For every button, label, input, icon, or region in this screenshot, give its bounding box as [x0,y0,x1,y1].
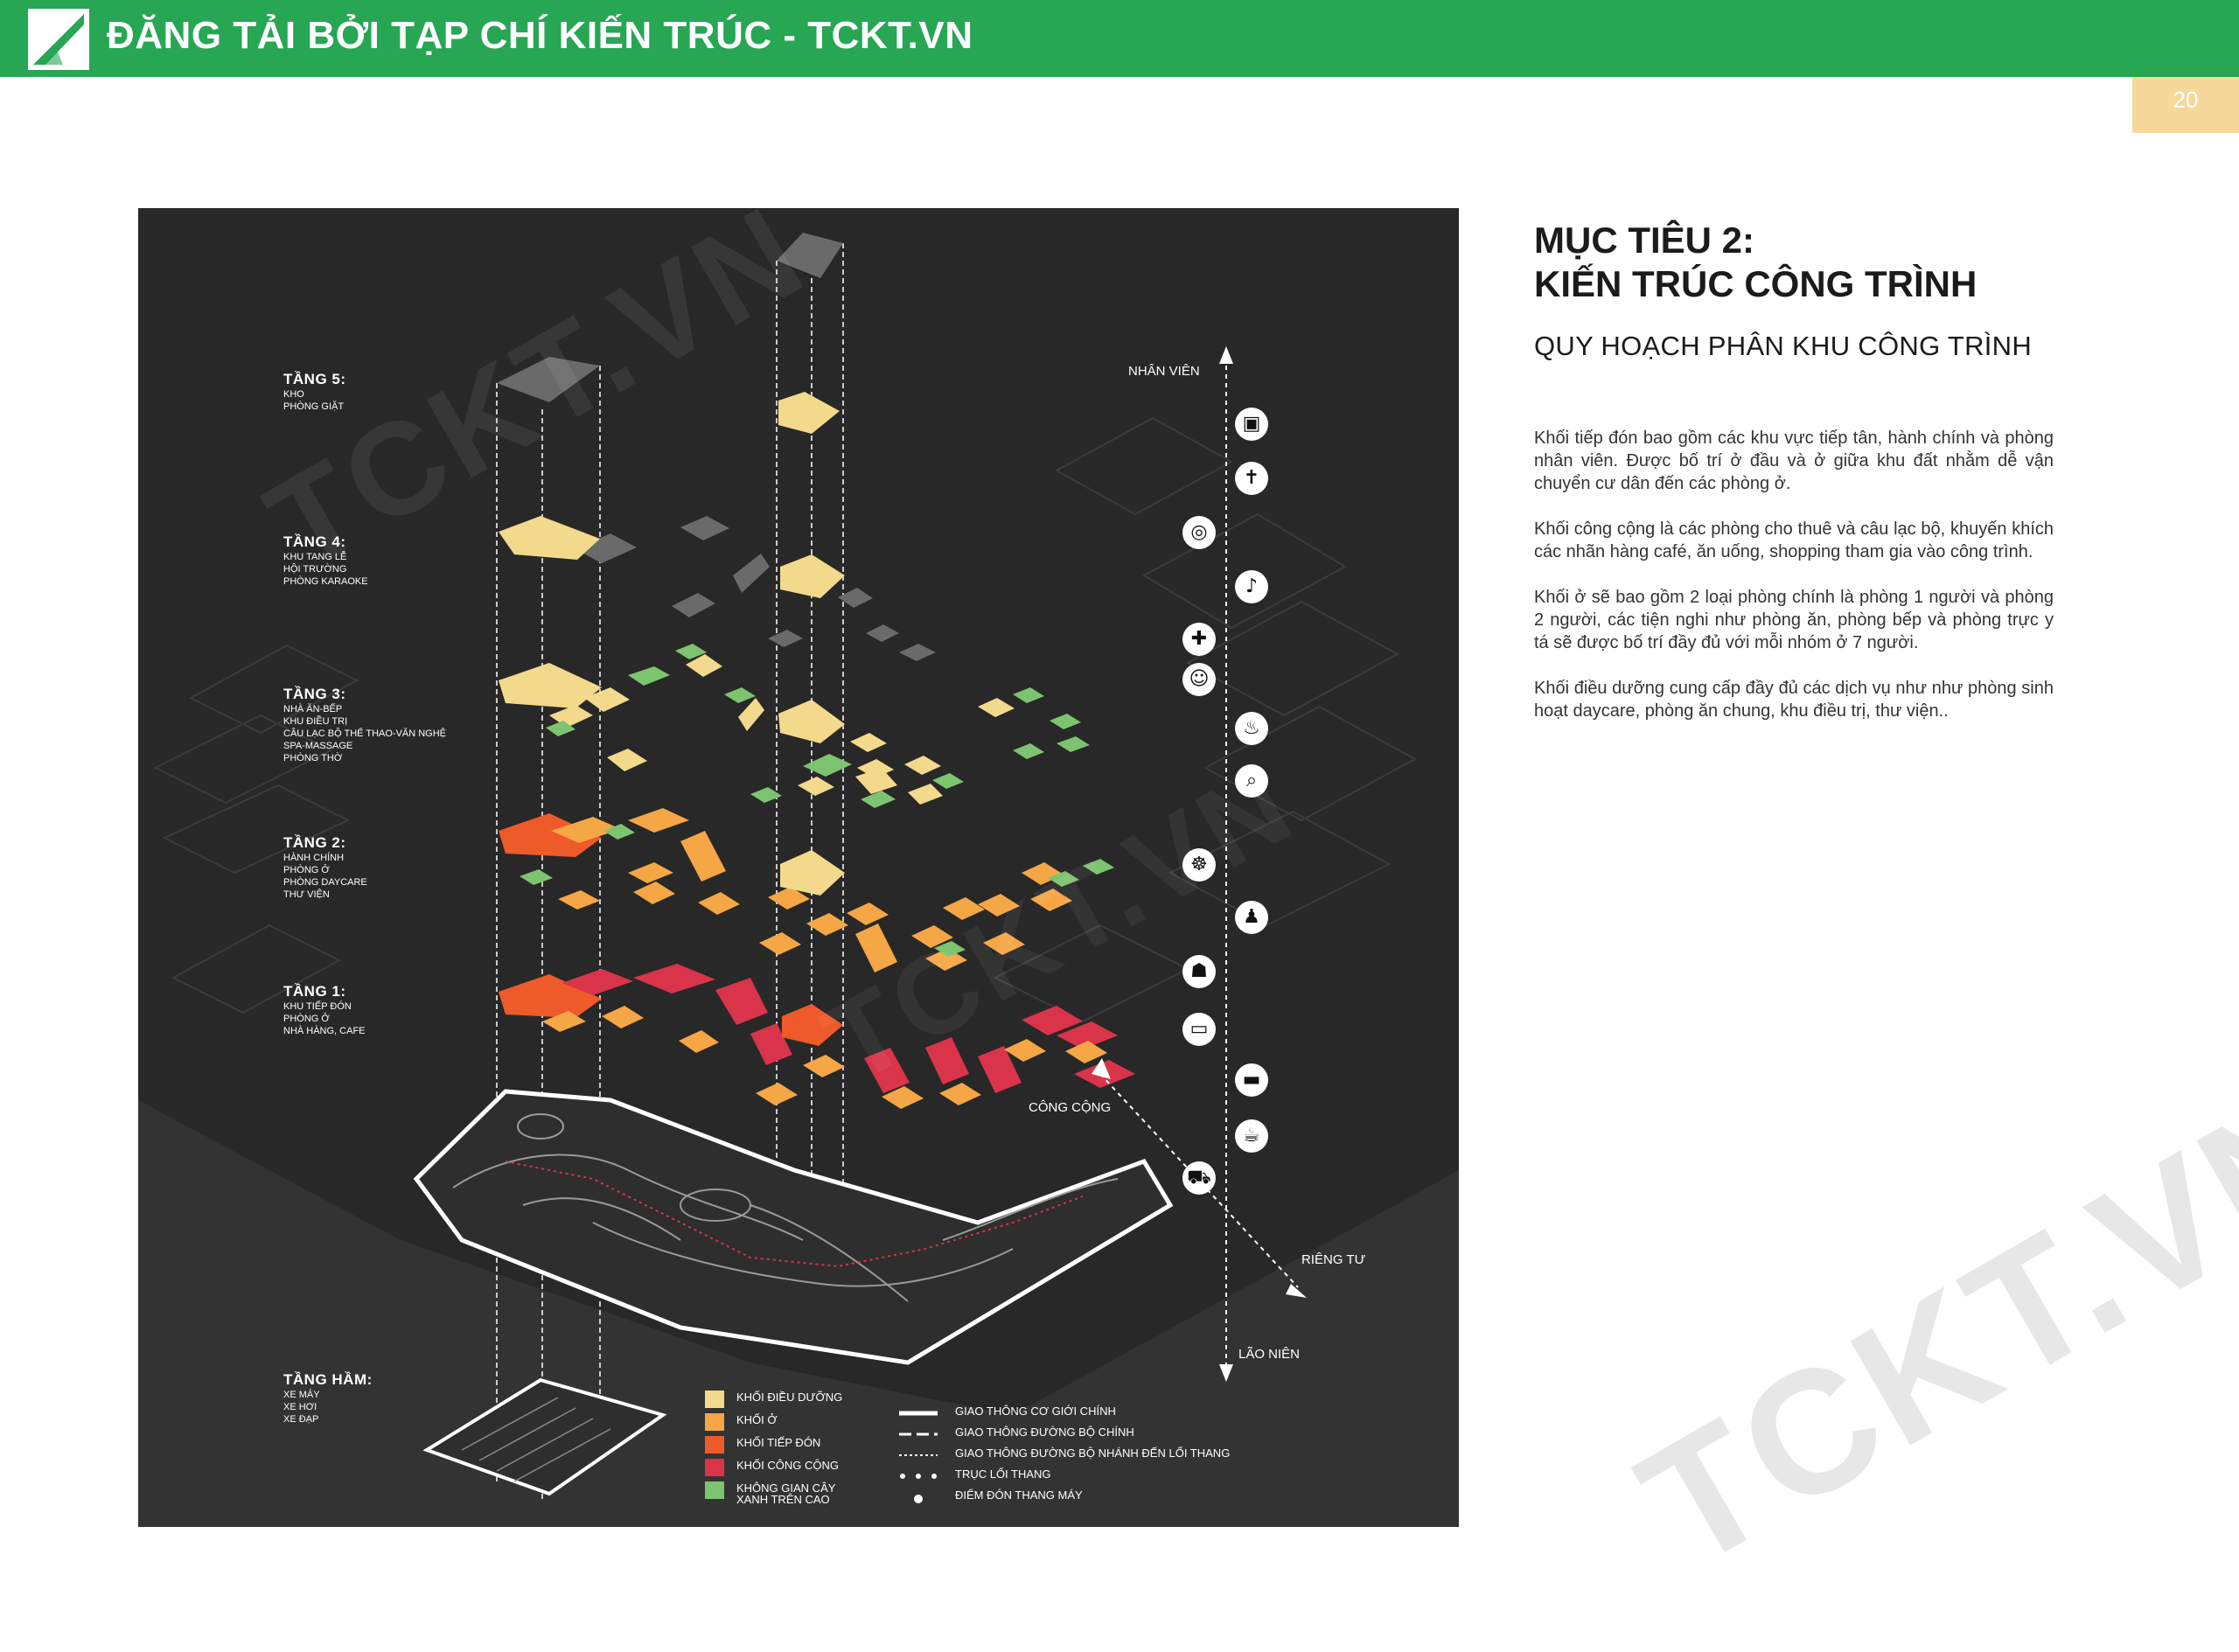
legend-swatch [705,1481,724,1499]
floor-2-label: TẦNG 2: HÀNH CHÍNH PHÒNG Ở PHÒNG DAYCARE… [283,834,367,900]
diagram-graphics [138,233,1459,1527]
axonometric-diagram: TẦNG 5: KHO PHÒNG GIẶT TẦNG 4: KHU TANG … [138,208,1459,1527]
floor-1-label: TẦNG 1: KHU TIẾP ĐÓN PHÒNG Ở NHÀ HÀNG, C… [283,983,366,1036]
goal-subtitle: QUY HOẠCH PHÂN KHU CÔNG TRÌNH [1534,331,2033,361]
paragraph-reception: Khối tiếp đón bao gồm các khu vực tiếp t… [1534,429,2054,493]
page-number: 20 [2132,77,2239,133]
paragraph-public: Khối công cộng là các phòng cho thuê và … [1534,519,2054,561]
search-icon: ⌕ [1235,764,1268,798]
paragraph-nursing: Khối điều dưỡng cung cấp đầy đủ các dịch… [1534,679,2054,721]
watermark-page: TCKT.VN [1610,1049,2239,1606]
floor-5-label: TẦNG 5: KHO PHÒNG GIẶT [283,371,346,412]
legend-swatch [705,1436,724,1453]
floor-4-label: TẦNG 4: KHU TANG LỄ HỘI TRƯỜNG PHÒNG KAR… [283,533,368,587]
coffin-icon: ✝ [1235,462,1268,495]
hospital-bed-icon: ✚ [1182,623,1216,656]
axis-label-public: CÔNG CỘNG [1029,1100,1112,1115]
washing-machine-icon: ▣ [1235,408,1268,441]
axis-label-elderly: LÃO NIÊN [1238,1347,1301,1362]
film-reel-icon: ◎ [1182,516,1216,549]
legend-swatch [705,1459,724,1476]
microphone-icon: ♪ [1235,570,1268,603]
header-banner: ĐĂNG TẢI BỞI TẠP CHÍ KIẾN TRÚC - TCKT.VN [0,0,2239,77]
floor-3-label: TẦNG 3: NHÀ ĂN-BẾP KHU ĐIỀU TRỊ CÂU LẠC … [283,686,447,763]
basement-label: TẦNG HẦM: XE MÁY XE HƠI XE ĐẠP [283,1371,373,1425]
reading-icon: ☗ [1182,955,1216,988]
shopping-cart-icon: ⛟ [1182,1161,1216,1195]
dining-icon: ♟ [1235,901,1268,934]
nurse-icon: ☺ [1182,663,1216,696]
banner-title: ĐĂNG TẢI BỞI TẠP CHÍ KIẾN TRÚC - TCKT.VN [107,14,973,57]
prayer-icon: ☸ [1182,848,1216,882]
axis-label-staff: NHÂN VIÊN [1128,364,1200,379]
goal-title-line1: MỤC TIÊU 2: [1534,220,1754,261]
description-column: MỤC TIÊU 2: KIẾN TRÚC CÔNG TRÌNH QUY HOẠ… [1534,219,2054,722]
goal-title-line2: KIẾN TRÚC CÔNG TRÌNH [1534,263,1977,304]
massage-icon: ♨ [1235,712,1268,745]
coffee-cup-icon: ☕ [1235,1119,1268,1153]
monitor-icon: ▭ [1182,1013,1216,1046]
legend-swatch [705,1413,724,1431]
paragraph-residential: Khối ở sẽ bao gồm 2 loại phòng chính là … [1534,588,2054,652]
bed-icon: ▬ [1235,1063,1268,1097]
tckt-logo-icon [28,9,89,70]
axis-label-private: RIÊNG TƯ [1301,1252,1366,1267]
legend-swatch [705,1391,724,1408]
